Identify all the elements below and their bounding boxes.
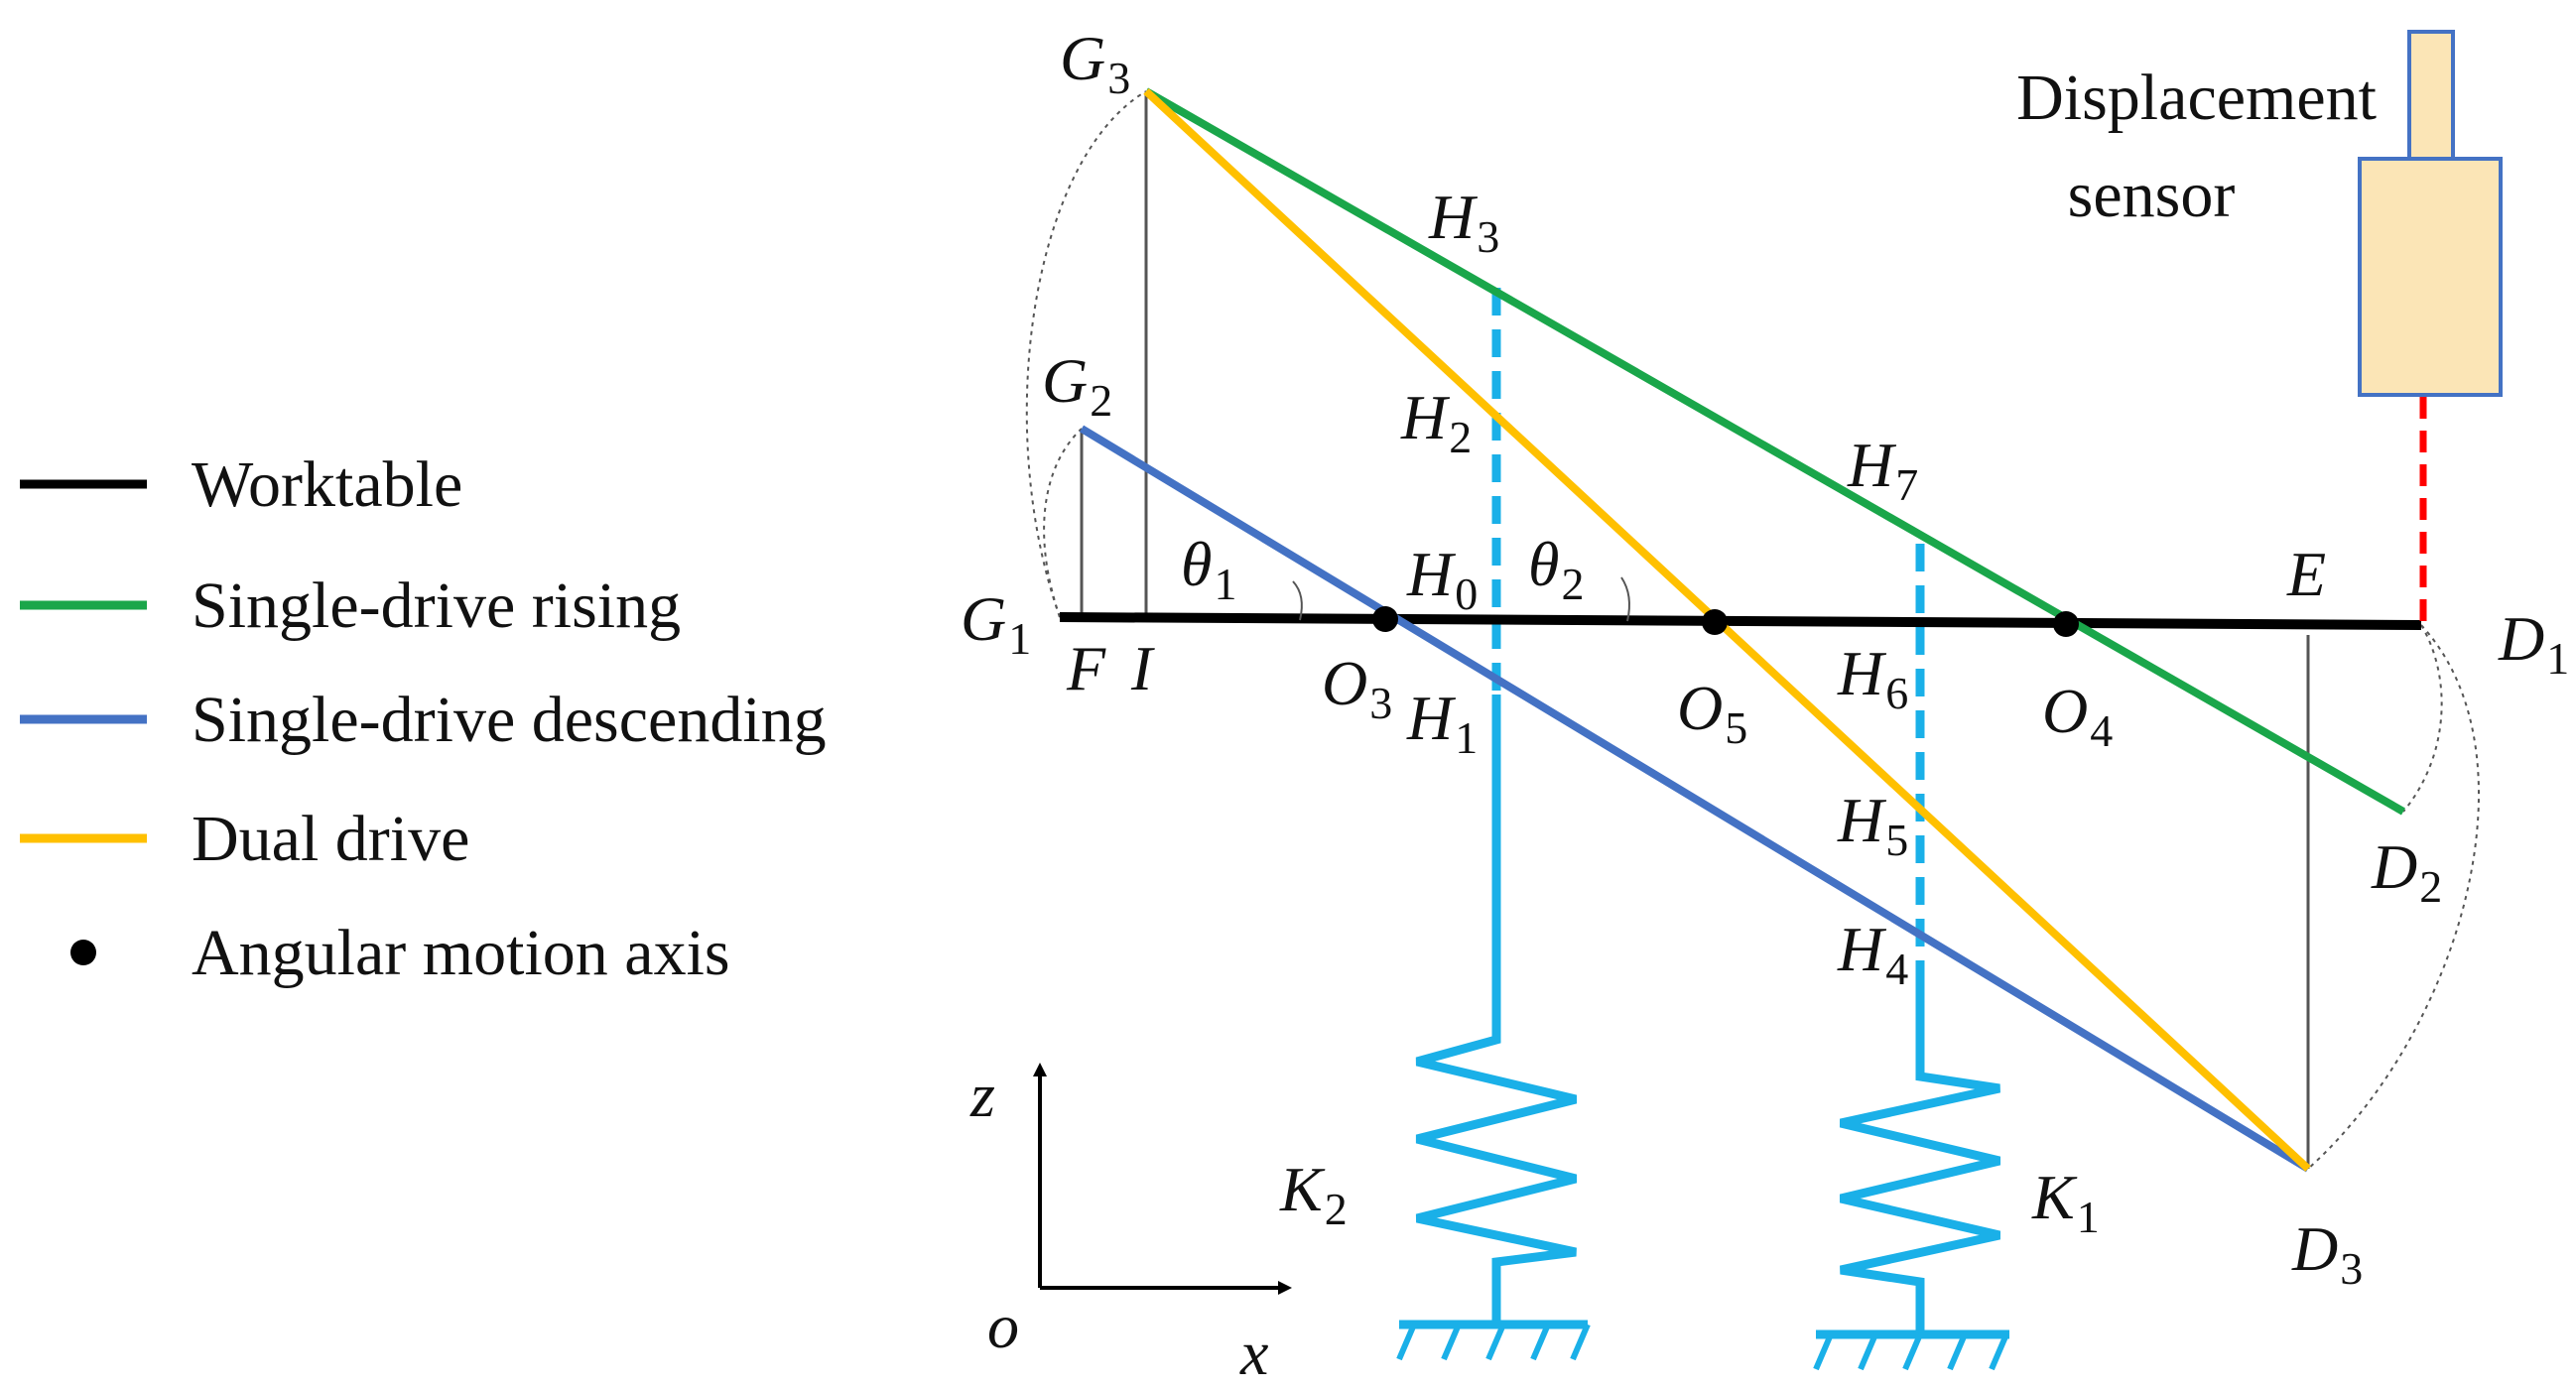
point-label-k2: K2 (1279, 1154, 1348, 1234)
arc-d1-d3 (2307, 624, 2480, 1170)
point-label-o4: O4 (2042, 676, 2113, 756)
point-label-i: I (1130, 633, 1155, 703)
legend-label-worktable: Worktable (192, 448, 462, 521)
point-label-o3: O3 (1322, 648, 1392, 728)
arc-g1-g3 (1025, 90, 1147, 618)
axis-dot-o3 (1372, 606, 1398, 632)
z-axis-label: z (969, 1060, 995, 1130)
legend-label-rising: Single-drive rising (192, 569, 681, 642)
point-label-h6: H6 (1837, 638, 1908, 718)
vertical-guides (1080, 91, 2310, 1169)
sensor-probe (2407, 30, 2455, 163)
legend-label-descending: Single-drive descending (192, 684, 827, 756)
rising-line (1144, 87, 2405, 816)
ground-hatches (1396, 1323, 2009, 1371)
point-label-d2: D2 (2371, 831, 2442, 912)
point-label-h7: H7 (1847, 430, 1918, 510)
theta2-arc (1620, 576, 1630, 622)
arc-g1-g2 (1043, 428, 1083, 618)
legend-swatch-axis-dot (70, 940, 96, 965)
point-label-h2: H2 (1400, 382, 1472, 462)
theta1-arc (1292, 580, 1303, 621)
point-label-o5: O5 (1677, 673, 1747, 753)
coordinate-axes (1033, 1063, 1292, 1295)
arc-d1-d2 (2402, 624, 2443, 813)
point-label-g2: G2 (1042, 345, 1112, 426)
point-label-g3: G3 (1060, 23, 1130, 103)
spring-k1 (1839, 982, 2001, 1334)
legend-label-axis: Angular motion axis (192, 917, 730, 989)
supports-dashed (1491, 288, 1925, 982)
axis-dot-o4 (2053, 611, 2079, 637)
point-label-g1: G1 (961, 583, 1031, 664)
sensor-label-line1: Displacement (2016, 62, 2377, 134)
point-label-theta2: θ2 (1528, 529, 1584, 609)
x-axis-label: x (1239, 1318, 1268, 1388)
sensor-label-line2: sensor (2068, 159, 2236, 231)
point-label-h5: H5 (1837, 785, 1908, 865)
rotation-arcs (1025, 90, 2480, 1170)
displacement-sensor: Displacement sensor (2016, 30, 2503, 625)
point-label-h4: H4 (1837, 914, 1908, 994)
point-label-e: E (2286, 539, 2326, 609)
worktable-line (1059, 612, 2422, 630)
point-label-d1: D1 (2498, 603, 2569, 684)
dual-drive-line (1143, 88, 2311, 1172)
point-label-f: F (1066, 633, 1106, 703)
origin-label: o (987, 1291, 1019, 1361)
sensor-body (2358, 157, 2503, 397)
supports-solid (1399, 695, 2009, 1339)
legend: Worktable Single-drive rising Single-dri… (20, 448, 827, 989)
legend-label-dual: Dual drive (192, 803, 469, 875)
spring-k2 (1415, 695, 1578, 1325)
point-label-theta1: θ1 (1181, 529, 1236, 609)
point-label-h0: H0 (1406, 539, 1478, 619)
point-label-h3: H3 (1428, 182, 1499, 262)
axis-dot-o5 (1702, 609, 1728, 635)
point-label-h1: H1 (1406, 683, 1478, 763)
descending-line (1079, 425, 2311, 1173)
point-label-d3: D3 (2291, 1213, 2363, 1294)
point-label-k1: K1 (2031, 1162, 2100, 1242)
